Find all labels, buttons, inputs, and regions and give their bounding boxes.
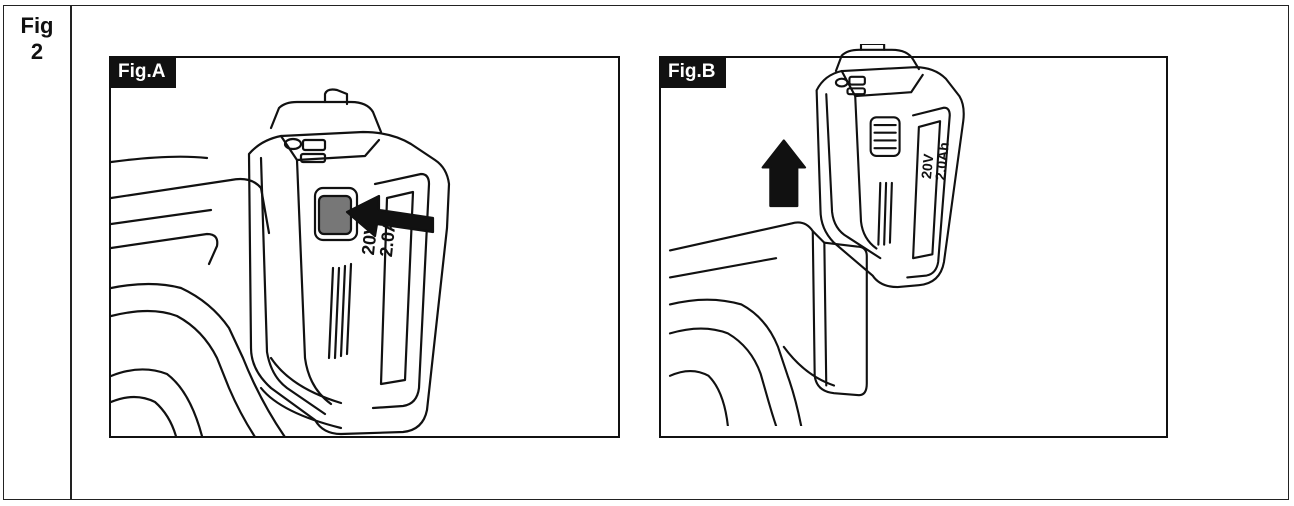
figure-number-label: Fig 2 [8,13,66,65]
column-divider [70,5,72,500]
battery-remove-illustration [668,44,965,426]
panel-fig-a: Fig.A [109,56,620,438]
figure-table [3,5,1289,500]
panel-b-tag: Fig.B [660,57,726,88]
figure-label-line2: 2 [30,39,44,64]
battery-insert-illustration [111,88,451,436]
battery-capacity-a: 2.0A [375,217,400,258]
figure-label-line1: Fig [20,13,54,38]
battery-capacity-b: 2.0Ah [931,141,952,182]
panel-a-tag: Fig.A [111,58,176,88]
panel-fig-b: Fig.B [659,44,1168,438]
battery-label-a: 20V 2.0A [358,216,400,258]
battery-label-b: 20V 2.0Ah [918,140,952,182]
